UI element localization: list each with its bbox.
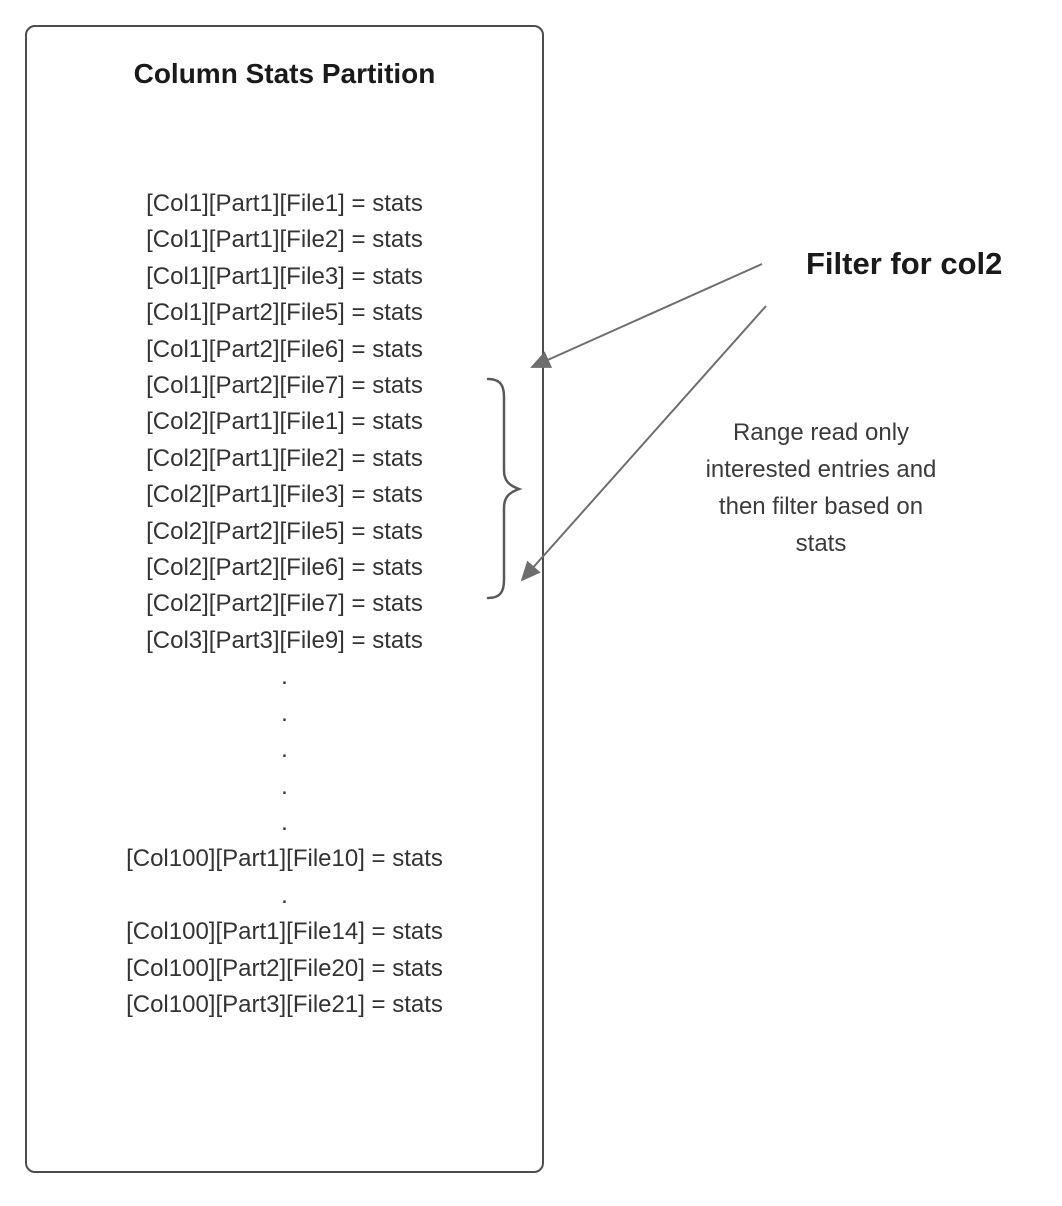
stats-entry: [Col2][Part2][File7] = stats (146, 590, 423, 618)
stats-entry: . (281, 699, 288, 727)
stats-entry: . (281, 772, 288, 800)
stats-entry: . (281, 663, 288, 691)
stats-entry: [Col1][Part2][File5] = stats (146, 299, 423, 327)
stats-entry: [Col2][Part1][File2] = stats (146, 444, 423, 472)
stats-entry: [Col2][Part2][File5] = stats (146, 517, 423, 545)
stats-entry: [Col1][Part1][File3] = stats (146, 262, 423, 290)
stats-entry: [Col2][Part1][File3] = stats (146, 481, 423, 509)
stats-entry: [Col100][Part1][File10] = stats (126, 845, 443, 873)
entries-list: [Col1][Part1][File1] = stats [Col1][Part1… (27, 186, 542, 1023)
stats-entry: [Col1][Part2][File7] = stats (146, 372, 423, 400)
stats-entry: [Col1][Part1][File2] = stats (146, 226, 423, 254)
stats-entry: [Col100][Part3][File21] = stats (126, 990, 443, 1018)
range-read-note: Range read only interested entries and t… (705, 419, 937, 557)
filter-label: Filter for col2 (806, 246, 1003, 281)
stats-entry: [Col100][Part2][File20] = stats (126, 954, 443, 982)
stats-entry: [Col1][Part1][File1] = stats (146, 190, 423, 217)
stats-entry: [Col100][Part1][File14] = stats (126, 918, 443, 946)
stats-entry: [Col1][Part2][File6] = stats (146, 335, 423, 363)
stats-entry: . (281, 736, 288, 764)
partition-box-title: Column Stats Partition (133, 58, 436, 89)
stats-entry: . (281, 808, 288, 836)
stats-entry: [Col2][Part1][File1] = stats (146, 408, 423, 436)
stats-entry: . (281, 881, 288, 909)
stats-entry: [Col2][Part2][File6] = stats (146, 554, 423, 582)
arrow-to-col2-top (530, 263, 763, 368)
partition-box: Column Stats Partition [Col1][Part1][Fil… (25, 25, 544, 1173)
stats-entry: [Col3][Part3][File9] = stats (146, 626, 423, 654)
